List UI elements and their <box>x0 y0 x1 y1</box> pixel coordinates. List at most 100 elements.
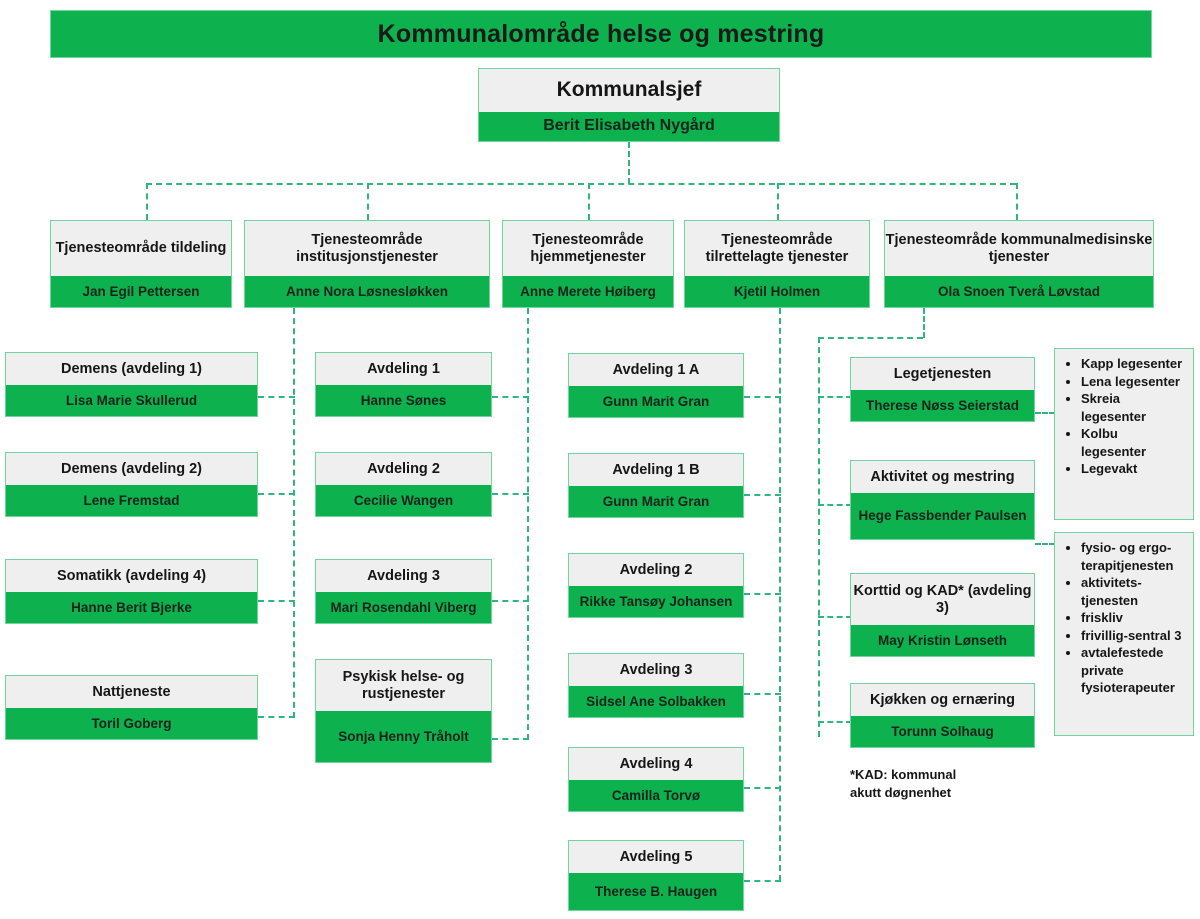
node-hjemme-avdeling-5[interactable]: Avdeling 5 Therese B. Haugen <box>568 840 744 911</box>
node-title: Tjenesteområde institusjonstjenester <box>244 220 490 276</box>
connector-col4-trunk <box>818 337 820 737</box>
node-person: Hanne Sønes <box>315 385 492 417</box>
node-hjemme-avdeling-3[interactable]: Avdeling 3 Sidsel Ane Solbakken <box>568 653 744 718</box>
connector-aktivitet-to-list2 <box>1035 543 1055 545</box>
connector-col4-top <box>818 337 923 339</box>
connector-col4-branch-2 <box>818 504 852 506</box>
list-legesentre-items: Kapp legesenter Lena legesenter Skreia l… <box>1055 349 1193 484</box>
node-tjenesteomrade-kommunalmedisinske-tjenester[interactable]: Tjenesteområde kommunalmedisinske tjenes… <box>884 220 1154 308</box>
connector-col2-stem <box>527 308 529 740</box>
node-title: Avdeling 3 <box>568 653 744 686</box>
connector-legetjenesten-to-list1 <box>1035 412 1055 414</box>
node-person: Jan Egil Pettersen <box>50 276 232 308</box>
node-title: Tjenesteområde kommunalmedisinske tjenes… <box>884 220 1154 276</box>
node-person: Anne Merete Høiberg <box>502 276 674 308</box>
node-hjemme-avdeling-2[interactable]: Avdeling 2 Rikke Tansøy Johansen <box>568 553 744 618</box>
node-institusjon-avdeling-3[interactable]: Avdeling 3 Mari Rosendahl Viberg <box>315 559 492 624</box>
node-title: Tjenesteområde tildeling <box>50 220 232 276</box>
node-title: Aktivitet og mestring <box>850 460 1035 493</box>
node-title: Avdeling 1 <box>315 352 492 385</box>
node-title: Avdeling 2 <box>568 553 744 586</box>
kad-footnote: *KAD: kommunal akutt døgnenhet <box>850 766 1070 801</box>
node-title: Kjøkken og ernæring <box>850 683 1035 716</box>
list-item: Kolbu legesenter <box>1081 425 1185 460</box>
node-hjemme-avdeling-1b[interactable]: Avdeling 1 B Gunn Marit Gran <box>568 453 744 518</box>
node-person: Mari Rosendahl Viberg <box>315 592 492 624</box>
connector-col3-branch-1 <box>744 396 781 398</box>
connector-to-area-4 <box>777 183 779 220</box>
node-title: Avdeling 4 <box>568 747 744 780</box>
node-person: Therese Nøss Seierstad <box>850 390 1035 422</box>
chart-title: Kommunalområde helse og mestring <box>377 19 825 48</box>
node-tjenesteomrade-hjemmetjenester[interactable]: Tjenesteområde hjemmetjenester Anne Mere… <box>502 220 674 308</box>
node-institusjon-avdeling-2[interactable]: Avdeling 2 Cecilie Wangen <box>315 452 492 517</box>
node-person: Therese B. Haugen <box>568 873 744 911</box>
connector-col4-branch-1 <box>818 396 852 398</box>
node-title: Legetjenesten <box>850 357 1035 390</box>
connector-col2-branch-2 <box>492 493 529 495</box>
node-title: Korttid og KAD* (avdeling 3) <box>850 573 1035 625</box>
connector-root-bus <box>146 183 1016 185</box>
list-aktivitet-tjenester: fysio- og ergo-terapitjenesten aktivitet… <box>1054 532 1194 736</box>
connector-col2-trunk <box>293 308 295 310</box>
node-legetjenesten[interactable]: Legetjenesten Therese Nøss Seierstad <box>850 357 1035 422</box>
node-person: Sonja Henny Tråholt <box>315 711 492 763</box>
node-kommunalsjef[interactable]: Kommunalsjef Berit Elisabeth Nygård <box>478 68 780 142</box>
connector-col4-branch-4 <box>818 721 852 723</box>
connector-col3-branch-4 <box>744 693 781 695</box>
node-demens-avdeling-1[interactable]: Demens (avdeling 1) Lisa Marie Skullerud <box>5 352 258 417</box>
node-person: Torunn Solhaug <box>850 716 1035 748</box>
node-person: Gunn Marit Gran <box>568 486 744 518</box>
node-kjokken-og-ernaering[interactable]: Kjøkken og ernæring Torunn Solhaug <box>850 683 1035 748</box>
node-person: Lisa Marie Skullerud <box>5 385 258 417</box>
node-hjemme-avdeling-4[interactable]: Avdeling 4 Camilla Torvø <box>568 747 744 812</box>
node-institusjon-avdeling-1[interactable]: Avdeling 1 Hanne Sønes <box>315 352 492 417</box>
connector-col2-branch-4 <box>492 738 529 740</box>
node-tjenesteomrade-tildeling[interactable]: Tjenesteområde tildeling Jan Egil Petter… <box>50 220 232 308</box>
node-aktivitet-og-mestring[interactable]: Aktivitet og mestring Hege Fassbender Pa… <box>850 460 1035 540</box>
node-title: Avdeling 2 <box>315 452 492 485</box>
list-item: friskliv <box>1081 609 1185 627</box>
connector-col4-drop <box>923 308 925 338</box>
node-person: Kjetil Holmen <box>684 276 870 308</box>
node-psykisk-helse-og-rustjenester[interactable]: Psykisk helse- og rustjenester Sonja Hen… <box>315 659 492 763</box>
list-legesentre: Kapp legesenter Lena legesenter Skreia l… <box>1054 348 1194 520</box>
node-title: Psykisk helse- og rustjenester <box>315 659 492 711</box>
node-somatikk-avdeling-4[interactable]: Somatikk (avdeling 4) Hanne Berit Bjerke <box>5 559 258 624</box>
connector-col1-branch-2 <box>258 493 295 495</box>
list-item: Skreia legesenter <box>1081 390 1185 425</box>
connector-col3-branch-5 <box>744 787 781 789</box>
node-title: Tjenesteområde tilrettelagte tjenester <box>684 220 870 276</box>
list-item: fysio- og ergo-terapitjenesten <box>1081 539 1185 574</box>
node-person: Toril Goberg <box>5 708 258 740</box>
connector-to-area-5 <box>1016 183 1018 220</box>
node-person: Hege Fassbender Paulsen <box>850 493 1035 540</box>
connector-to-area-1 <box>146 183 148 220</box>
node-tjenesteomrade-tilrettelagte-tjenester[interactable]: Tjenesteområde tilrettelagte tjenester K… <box>684 220 870 308</box>
node-korttid-og-kad[interactable]: Korttid og KAD* (avdeling 3) May Kristin… <box>850 573 1035 657</box>
node-title: Avdeling 3 <box>315 559 492 592</box>
connector-col3-branch-3 <box>744 593 781 595</box>
node-title: Avdeling 1 B <box>568 453 744 486</box>
connector-col1-branch-4 <box>258 716 295 718</box>
node-person: Gunn Marit Gran <box>568 386 744 418</box>
node-title: Tjenesteområde hjemmetjenester <box>502 220 674 276</box>
list-item: Lena legesenter <box>1081 373 1185 391</box>
node-hjemme-avdeling-1a[interactable]: Avdeling 1 A Gunn Marit Gran <box>568 353 744 418</box>
node-title: Nattjeneste <box>5 675 258 708</box>
list-item: aktivitets-tjenesten <box>1081 574 1185 609</box>
list-item: Legevakt <box>1081 460 1185 478</box>
kad-footnote-line-1: *KAD: kommunal <box>850 767 957 782</box>
node-title: Kommunalsjef <box>478 68 780 112</box>
node-title: Avdeling 5 <box>568 840 744 873</box>
list-item: frivillig-sentral 3 <box>1081 627 1185 645</box>
node-demens-avdeling-2[interactable]: Demens (avdeling 2) Lene Fremstad <box>5 452 258 517</box>
node-person: Camilla Torvø <box>568 780 744 812</box>
node-person: Hanne Berit Bjerke <box>5 592 258 624</box>
connector-to-area-2 <box>367 183 369 220</box>
node-person: Anne Nora Løsnesløkken <box>244 276 490 308</box>
node-tjenesteomrade-institusjonstjenester[interactable]: Tjenesteområde institusjonstjenester Ann… <box>244 220 490 308</box>
node-nattjeneste[interactable]: Nattjeneste Toril Goberg <box>5 675 258 740</box>
node-title: Avdeling 1 A <box>568 353 744 386</box>
